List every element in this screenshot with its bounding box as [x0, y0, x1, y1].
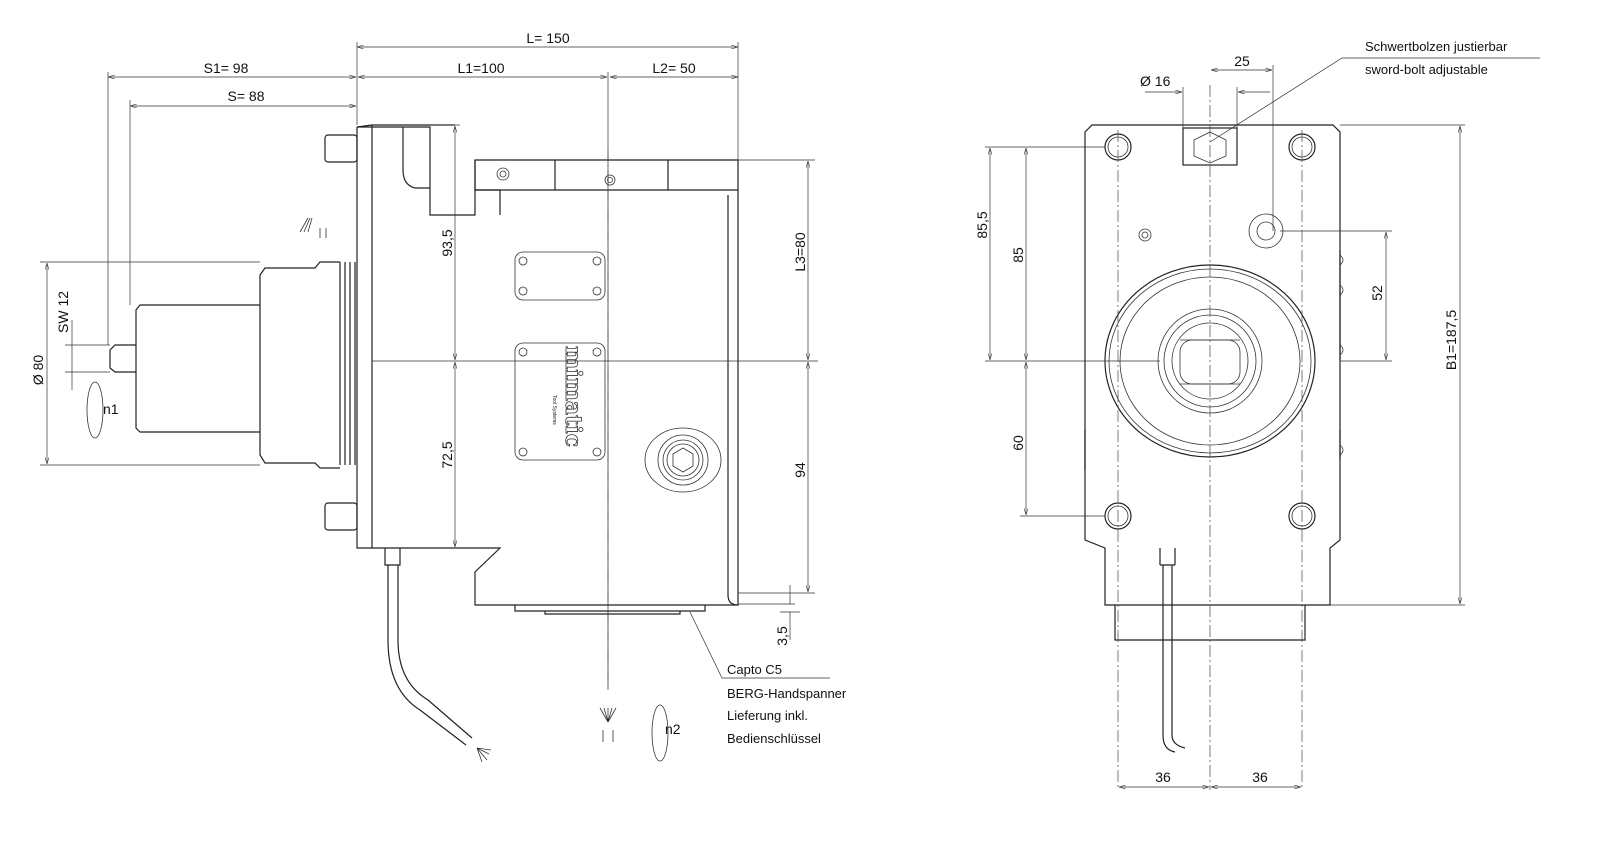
- dim-S: S= 88: [228, 88, 265, 104]
- label-n1: n1: [103, 401, 119, 417]
- side-view: L= 150 S1= 98 L1=100 L2= 50 S= 88 93,5 7…: [30, 30, 847, 763]
- shaft-body: [135, 304, 260, 433]
- callout-capto: Capto C5: [727, 662, 782, 677]
- dim-d16: Ø 16: [1140, 73, 1171, 89]
- logo-plate: [514, 342, 606, 461]
- dim-72-5: 72,5: [439, 441, 455, 468]
- dim-85-5: 85,5: [974, 211, 990, 238]
- coolant-spray-icon: [476, 747, 492, 763]
- dim-L2: L2= 50: [652, 60, 695, 76]
- housing-outline: [356, 126, 739, 606]
- rotation-arrow-icon: [651, 704, 669, 762]
- dim-25: 25: [1234, 53, 1250, 69]
- front-view: 85,5 85 60 52 B1=187,5 36 36 25 Ø 16 Sch…: [974, 39, 1540, 790]
- dim-36-left: 36: [1155, 769, 1171, 785]
- dim-sw12: SW 12: [55, 291, 71, 333]
- dim-94: 94: [792, 462, 808, 478]
- flange: [259, 261, 356, 469]
- callout-schwertbolzen: Schwertbolzen justierbar: [1365, 39, 1508, 54]
- dim-93-5: 93,5: [439, 229, 455, 256]
- mimatic-logo: mimatic: [560, 346, 586, 447]
- callout-sword-bolt: sword-bolt adjustable: [1365, 62, 1488, 77]
- capto-clamp-nut: [644, 427, 722, 493]
- dim-S1: S1= 98: [204, 60, 249, 76]
- label-n2: n2: [665, 721, 681, 737]
- dim-60: 60: [1010, 435, 1026, 451]
- bolt: [324, 134, 358, 163]
- coolant-cable: [384, 548, 473, 746]
- callout-lieferung: Lieferung inkl.: [727, 708, 808, 723]
- dim-3-5: 3,5: [774, 626, 790, 646]
- coolant-spray-icon: [599, 707, 617, 742]
- rotation-arrow-icon: [86, 381, 104, 439]
- dim-d80: Ø 80: [30, 355, 46, 386]
- coolant-spray-icon: [299, 217, 327, 238]
- dim-L3: L3=80: [792, 232, 808, 272]
- callout-berg: BERG-Handspanner: [727, 686, 847, 701]
- cover-plate: [514, 251, 606, 301]
- dim-L: L= 150: [526, 30, 569, 46]
- dim-85: 85: [1010, 247, 1026, 263]
- shaft-stub: [109, 344, 136, 373]
- dim-52: 52: [1369, 285, 1385, 301]
- callout-schluessel: Bedienschlüssel: [727, 731, 821, 746]
- dim-36-right: 36: [1252, 769, 1268, 785]
- logo-subtitle: Tool Systems: [551, 395, 557, 425]
- dim-B1: B1=187,5: [1443, 310, 1459, 371]
- bolt: [324, 502, 358, 531]
- dim-L1: L1=100: [457, 60, 504, 76]
